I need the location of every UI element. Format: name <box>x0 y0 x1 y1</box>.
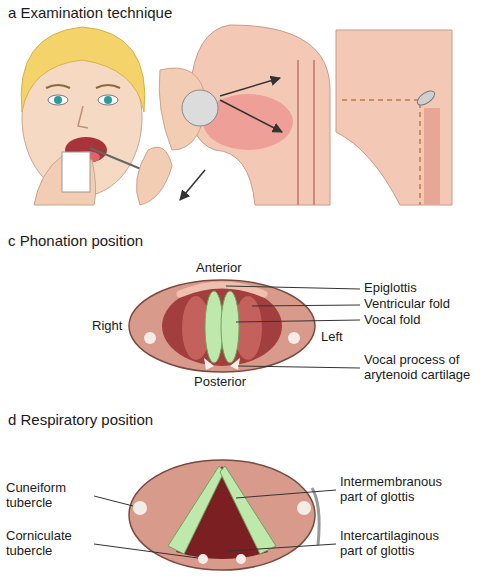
light-arrow <box>220 100 282 132</box>
light-arrow <box>180 170 205 200</box>
vocal-process <box>204 358 240 370</box>
leader-line <box>94 496 133 506</box>
orientation-label: Right <box>92 319 122 334</box>
panel-heading: a Examination technique <box>8 4 172 21</box>
part-name: Vocal process of arytenoid cartilage <box>364 353 484 383</box>
larynx-phonation <box>129 280 360 372</box>
leader-line <box>94 544 198 558</box>
cuneiform-tubercle <box>133 501 147 515</box>
eye <box>48 95 68 105</box>
nose <box>78 106 88 128</box>
orientation-label: Left <box>321 330 343 345</box>
mirror-disc <box>182 90 218 126</box>
sagittal-mirror-view <box>159 25 330 205</box>
part-name: Cuneiform tubercle <box>6 481 92 511</box>
leader-line <box>228 544 336 551</box>
light-arrow <box>220 78 280 96</box>
mirror-detail <box>336 30 452 205</box>
right-hand <box>136 147 172 205</box>
part-name: Vocal fold <box>364 313 420 328</box>
cuneiform-tubercle <box>144 332 156 344</box>
larynx-respiration <box>94 460 336 570</box>
part-name: Intermembranous part of glottis <box>340 475 462 505</box>
hair <box>21 27 145 112</box>
airway <box>424 108 440 205</box>
eye <box>98 95 118 105</box>
larynx-outline <box>129 460 315 570</box>
vocal-fold <box>221 291 239 363</box>
vocal-fold <box>205 291 223 363</box>
leader-line <box>226 286 360 289</box>
vestibule <box>162 286 282 366</box>
patient-face <box>21 27 172 205</box>
corniculate-tubercle <box>198 554 208 564</box>
cuneiform-tubercle <box>288 332 300 344</box>
iris <box>54 96 62 104</box>
cuneiform-tubercle <box>297 501 311 515</box>
part-name: Corniculate tubercle <box>6 529 92 559</box>
leader-line <box>252 305 360 306</box>
panel-heading: d Respiratory position <box>8 411 153 428</box>
leader-line <box>236 320 360 322</box>
panel-heading: c Phonation position <box>8 232 143 249</box>
pharynx <box>298 60 314 205</box>
iris <box>104 96 112 104</box>
leader-line <box>238 366 360 368</box>
tube <box>312 488 319 545</box>
gauze <box>62 152 90 192</box>
orientation-label: Anterior <box>196 261 242 276</box>
part-name: Epiglottis <box>364 281 417 296</box>
vocal-fold <box>168 466 224 554</box>
orientation-label: Posterior <box>194 375 246 390</box>
eyebrows <box>46 85 120 88</box>
leader-line <box>236 490 336 498</box>
detail-section <box>336 30 452 205</box>
corniculate-tubercle <box>236 554 246 564</box>
part-name: Ventricular fold <box>364 297 450 312</box>
part-name: Intercartilaginous part of glottis <box>340 529 462 559</box>
mirror <box>415 88 437 108</box>
light-path <box>342 100 420 205</box>
larynx-outline <box>129 280 315 372</box>
vocal-fold <box>220 466 276 554</box>
